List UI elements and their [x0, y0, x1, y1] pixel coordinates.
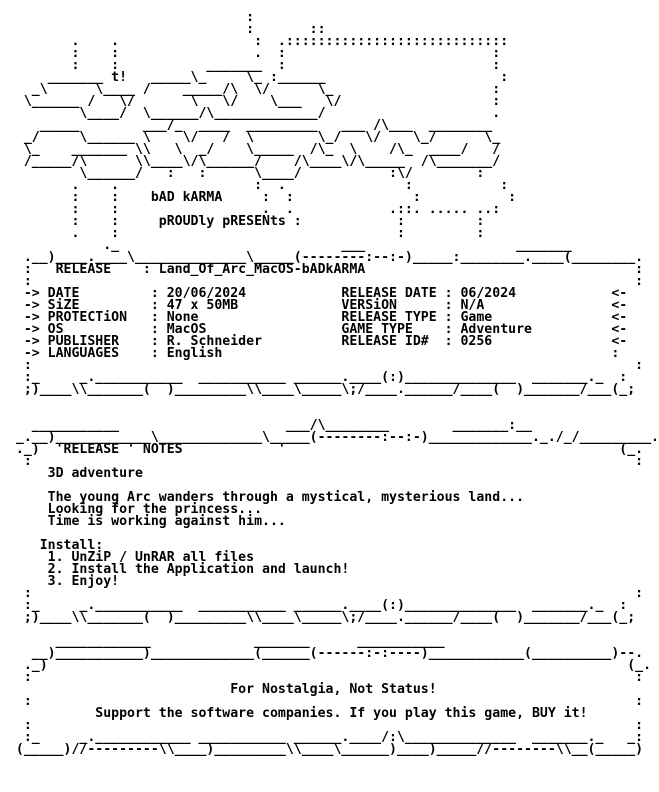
nfo-line: :	[0, 10, 255, 25]
nfo-line: .__)____.____\______________\_____(-----…	[0, 250, 644, 265]
nfo-line	[0, 756, 624, 768]
nfo-line: :_ _.___________ ___________ ______.____…	[0, 370, 628, 385]
nfo-line: :_ _.____________ ___________ ______.___…	[0, 730, 644, 745]
nfo-line: -> SiZE : 47 x 50MB VERSiON : N/A <-	[0, 298, 628, 313]
nfo-line: : :	[0, 670, 644, 685]
nfo-line: : : pROUDly pRESENts : : :	[0, 214, 485, 229]
nfo-line: ._ ___ _______	[0, 238, 572, 253]
nfo-line: _______ t! _____\_ \_ :______ :	[0, 70, 509, 85]
nfo-line: : ::	[0, 22, 326, 37]
nfo-line: -> PROTECTiON : None RELEASE TYPE : Game…	[0, 310, 628, 325]
nfo-line: 2. Install the Application and launch!	[0, 562, 350, 577]
nfo-line: : : _______ : :	[0, 58, 501, 73]
nfo-line: \______ / \/ \ \/ \___ \/ :	[0, 94, 501, 109]
nfo-line: Time is working against him...	[0, 514, 286, 529]
nfo-line: . . : . : :	[0, 178, 509, 193]
nfo-line: ;)____\\_______( )_________\\____\_____\…	[0, 382, 636, 397]
nfo-line: : : . . .::. ..... ..:	[0, 202, 501, 217]
nfo-line: : : bAD kARMA : : : :	[0, 190, 517, 205]
nfo-line: -> PUBLISHER : R. Schneider RELEASE ID# …	[0, 334, 628, 349]
nfo-line: _____ ___/_ ____ _________ ___ /\___ ___…	[0, 118, 493, 133]
nfo-line: _\ \____ / _____/\ \/ \_ :	[0, 82, 501, 97]
nfo-line: : :	[0, 358, 644, 373]
nfo-line: Support the software companies. If you p…	[0, 706, 588, 721]
nfo-line: . . : .::::::::::::::::::::::::::::	[0, 34, 509, 49]
nfo-line: The young Arc wanders through a mystical…	[0, 490, 525, 505]
nfo-line: : :	[0, 274, 644, 289]
nfo-line: ._) (_.	[0, 658, 652, 673]
nfo-line: \____/ \______/\_____________/ .	[0, 106, 501, 121]
nfo-line: : :	[0, 694, 644, 709]
nfo-line: ;)____\\_______( )_________\\____\_____\…	[0, 610, 636, 625]
nfo-line: . : : :	[0, 226, 485, 241]
nfo-line: /_____/\ \\____\/\______/ /\____\/\_____…	[0, 154, 501, 169]
nfo-line: \_ _______ \\ \ _/ \_____ /\_ \ /\_ ____…	[0, 142, 501, 157]
nfo-line: ._) 'RELEASE ' NOTES ' (_.	[0, 442, 644, 457]
nfo-line: : : . : :	[0, 46, 501, 61]
nfo-line: ____________ _______ ___________	[0, 634, 445, 649]
nfo-line	[0, 396, 624, 408]
nfo-line: \______/ : : \____/ :\/ :	[0, 166, 485, 181]
nfo-line: -> DATE : 20/06/2024 RELEASE DATE : 06/2…	[0, 286, 628, 301]
nfo-line: (_____)//---------\\____)_________\\____…	[0, 742, 644, 757]
nfo-line: Install:	[0, 538, 104, 553]
nfo-line: ___________ ___/\________ _______:__	[0, 418, 532, 433]
nfo-line: 1. UnZiP / UnRAR all files	[0, 550, 255, 565]
nfo-line: _.__)____________\_____________\_____(--…	[0, 430, 659, 445]
nfo-line: -> OS : MacOS GAME TYPE : Adventure <-	[0, 322, 628, 337]
nfo-line: : :	[0, 586, 644, 601]
nfo-line: : :	[0, 454, 644, 469]
nfo-line: __)___________)_____________(______(----…	[0, 646, 644, 661]
nfo-line: : RELEASE : Land_Of_Arc_MacOS-bADkARMA :	[0, 262, 644, 277]
nfo-line: 3D adventure	[0, 466, 143, 481]
nfo-line: _/ \______ \ \/ / \ \_/ \/ \_/ \_	[0, 130, 501, 145]
nfo-line: -> LANGUAGES : English :	[0, 346, 620, 361]
nfo-line: 3. Enjoy!	[0, 574, 120, 589]
nfo-ascii-art-document: : : :: . . : .::::::::::::::::::::::::::…	[0, 10, 659, 768]
nfo-line: Looking for the princess...	[0, 502, 263, 517]
nfo-line: :_ _.___________ ___________ ______.____…	[0, 598, 628, 613]
nfo-line: : :	[0, 718, 644, 733]
nfo-line: For Nostalgia, Not Status!	[0, 682, 437, 697]
